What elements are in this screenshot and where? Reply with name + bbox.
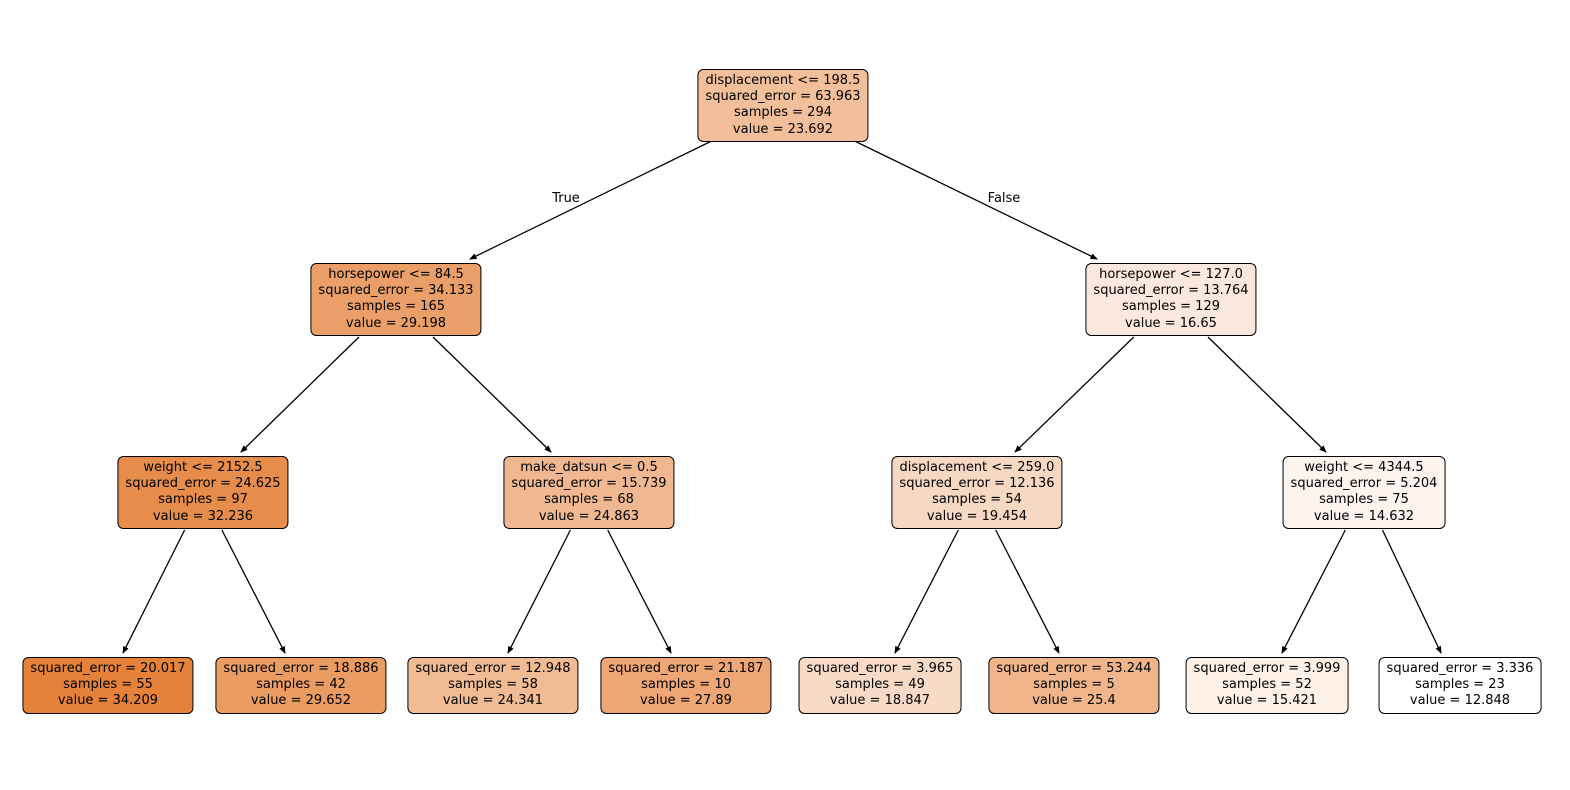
edge-to-leaf2	[221, 529, 286, 654]
edge-label-true: True	[551, 191, 580, 206]
node-value: value = 23.692	[732, 121, 834, 137]
node-squared-error: squared_error = 3.965	[806, 661, 954, 676]
tree-node-right-left: displacement <= 259.0 squared_error = 12…	[891, 456, 1063, 529]
node-samples: samples = 97	[158, 492, 248, 508]
tree-leaf-8: squared_error = 3.336 samples = 23 value…	[1378, 657, 1542, 714]
edge-to-leaf7	[1281, 529, 1346, 654]
node-value: value = 25.4	[1032, 693, 1116, 709]
tree-leaf-2: squared_error = 18.886 samples = 42 valu…	[215, 657, 387, 714]
node-samples: samples = 165	[346, 299, 445, 315]
tree-node-left-left: weight <= 2152.5 squared_error = 24.625 …	[117, 456, 289, 529]
edge-right-rightright	[1207, 336, 1327, 453]
node-split-condition: weight <= 2152.5	[143, 460, 263, 475]
tree-node-right-right: weight <= 4344.5 squared_error = 5.204 s…	[1282, 456, 1446, 529]
tree-leaf-3: squared_error = 12.948 samples = 58 valu…	[407, 657, 579, 714]
node-squared-error: squared_error = 13.764	[1093, 283, 1249, 299]
node-samples: samples = 23	[1415, 677, 1505, 693]
tree-node-left-right: make_datsun <= 0.5 squared_error = 15.73…	[503, 456, 675, 529]
edge-root-left	[469, 140, 712, 260]
edge-root-right	[854, 140, 1098, 260]
node-samples: samples = 68	[544, 492, 634, 508]
edge-to-leaf8	[1381, 529, 1442, 654]
tree-leaf-7: squared_error = 3.999 samples = 52 value…	[1185, 657, 1349, 714]
node-split-condition: horsepower <= 84.5	[328, 267, 464, 282]
node-value: value = 27.89	[640, 693, 732, 709]
node-squared-error: squared_error = 20.017	[30, 661, 186, 676]
node-samples: samples = 54	[932, 492, 1022, 508]
node-value: value = 32.236	[152, 508, 254, 524]
tree-node-left: horsepower <= 84.5 squared_error = 34.13…	[310, 263, 482, 336]
node-value: value = 15.421	[1216, 693, 1318, 709]
edge-to-leaf1	[122, 529, 186, 654]
tree-leaf-4: squared_error = 21.187 samples = 10 valu…	[600, 657, 772, 714]
node-samples: samples = 75	[1319, 492, 1409, 508]
tree-leaf-6: squared_error = 53.244 samples = 5 value…	[988, 657, 1160, 714]
node-value: value = 19.454	[926, 508, 1028, 524]
tree-node-root: displacement <= 198.5 squared_error = 63…	[697, 69, 869, 142]
node-value: value = 34.209	[57, 693, 159, 709]
node-split-condition: displacement <= 259.0	[899, 460, 1055, 475]
node-squared-error: squared_error = 15.739	[511, 476, 667, 492]
edge-to-leaf5	[894, 529, 959, 654]
node-value: value = 14.632	[1313, 508, 1415, 524]
node-value: value = 18.847	[829, 693, 931, 709]
edge-left-leftleft	[240, 336, 360, 453]
node-squared-error: squared_error = 53.244	[996, 661, 1152, 676]
node-value: value = 12.848	[1409, 693, 1511, 709]
node-split-condition: make_datsun <= 0.5	[520, 460, 658, 475]
edge-left-leftright	[432, 336, 552, 453]
node-value: value = 24.863	[538, 508, 640, 524]
node-samples: samples = 42	[256, 677, 346, 693]
node-split-condition: weight <= 4344.5	[1304, 460, 1424, 475]
edge-to-leaf4	[607, 529, 672, 654]
edge-right-rightleft	[1014, 336, 1135, 453]
node-squared-error: squared_error = 18.886	[223, 661, 379, 676]
tree-node-right: horsepower <= 127.0 squared_error = 13.7…	[1085, 263, 1257, 336]
node-squared-error: squared_error = 5.204	[1290, 476, 1438, 492]
tree-leaf-1: squared_error = 20.017 samples = 55 valu…	[22, 657, 194, 714]
node-value: value = 16.65	[1125, 315, 1217, 331]
edge-to-leaf6	[995, 529, 1060, 654]
node-squared-error: squared_error = 3.999	[1193, 661, 1341, 676]
node-squared-error: squared_error = 24.625	[125, 476, 281, 492]
node-samples: samples = 10	[641, 677, 731, 693]
node-samples: samples = 58	[448, 677, 538, 693]
node-squared-error: squared_error = 21.187	[608, 661, 764, 676]
node-samples: samples = 5	[1033, 677, 1115, 693]
edge-to-leaf3	[507, 529, 571, 654]
node-split-condition: displacement <= 198.5	[705, 73, 861, 88]
node-value: value = 29.198	[345, 315, 447, 331]
tree-leaf-5: squared_error = 3.965 samples = 49 value…	[798, 657, 962, 714]
node-value: value = 24.341	[442, 693, 544, 709]
node-samples: samples = 129	[1121, 299, 1220, 315]
node-value: value = 29.652	[250, 693, 352, 709]
node-squared-error: squared_error = 34.133	[318, 283, 474, 299]
node-squared-error: squared_error = 12.136	[899, 476, 1055, 492]
node-squared-error: squared_error = 12.948	[415, 661, 571, 676]
node-samples: samples = 49	[835, 677, 925, 693]
node-samples: samples = 52	[1222, 677, 1312, 693]
node-squared-error: squared_error = 3.336	[1386, 661, 1534, 676]
node-squared-error: squared_error = 63.963	[705, 89, 861, 105]
node-split-condition: horsepower <= 127.0	[1099, 267, 1243, 282]
node-samples: samples = 294	[733, 105, 832, 121]
node-samples: samples = 55	[63, 677, 153, 693]
edge-label-false: False	[988, 191, 1021, 206]
